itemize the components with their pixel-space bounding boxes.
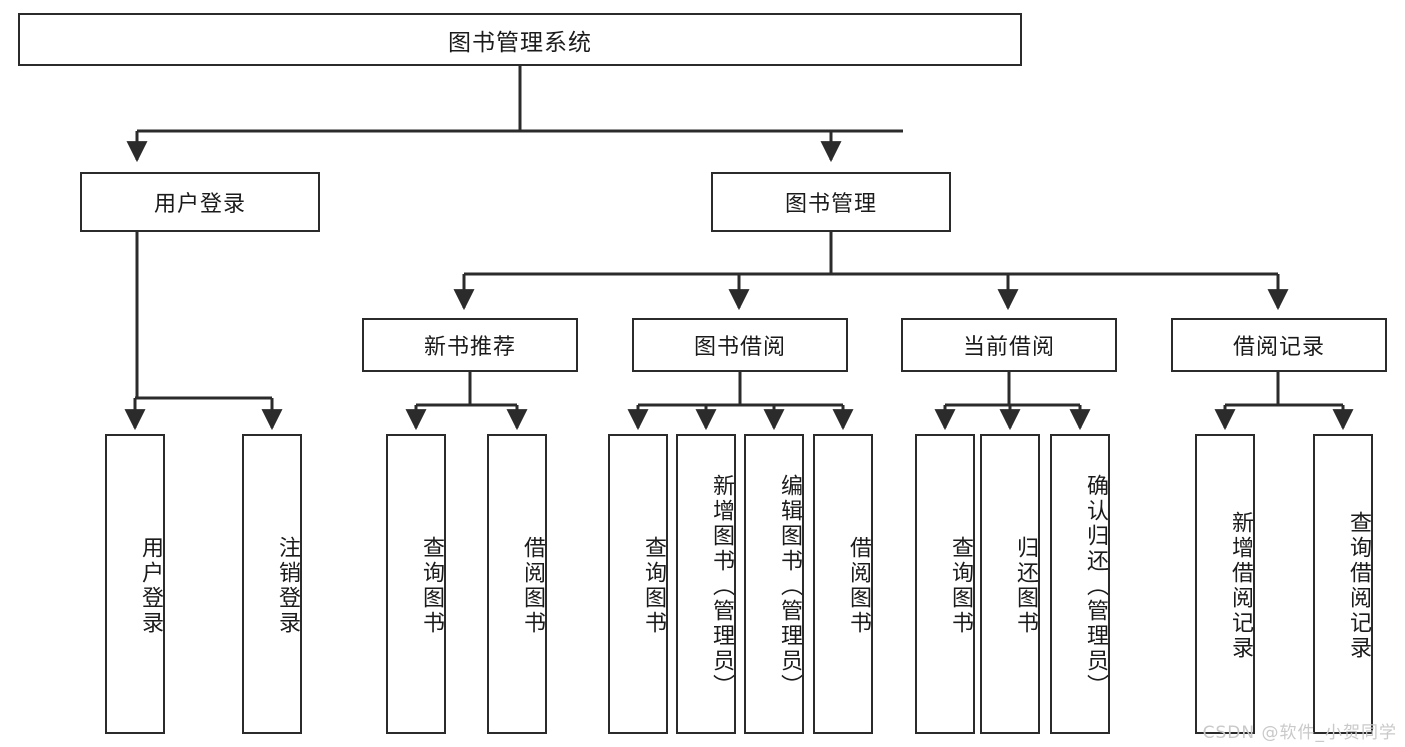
node-label: 借阅记录 (1232, 335, 1325, 360)
leaf-recommend-borrow-book[interactable]: 借阅图书 (487, 434, 547, 734)
leaf-recommend-query-book[interactable]: 查询图书 (386, 434, 446, 734)
node-label: 归还图书 (1013, 536, 1038, 636)
node-label: 查询图书 (419, 536, 444, 636)
node-label: 用户登录 (153, 192, 246, 217)
node-book-borrow[interactable]: 图书借阅 (632, 318, 848, 372)
leaf-borrow-query-book[interactable]: 查询图书 (608, 434, 668, 734)
leaf-current-return-book[interactable]: 归还图书 (980, 434, 1040, 734)
node-label: 新增借阅记录 (1228, 511, 1253, 661)
node-label: 编辑图书（管理员） (777, 473, 802, 699)
node-label: 新书推荐 (423, 335, 516, 360)
node-label: 注销登录 (275, 536, 300, 636)
node-label: 当前借阅 (962, 335, 1055, 360)
node-root-book-management-system[interactable]: 图书管理系统 (18, 13, 1022, 66)
node-label: 图书管理 (784, 192, 877, 217)
node-book-management[interactable]: 图书管理 (711, 172, 951, 232)
leaf-current-confirm-return-admin[interactable]: 确认归还（管理员） (1050, 434, 1110, 734)
leaf-user-login[interactable]: 用户登录 (105, 434, 165, 734)
node-user-login[interactable]: 用户登录 (80, 172, 320, 232)
leaf-borrow-add-book-admin[interactable]: 新增图书（管理员） (676, 434, 736, 734)
node-label: 借阅图书 (520, 536, 545, 636)
leaf-record-add-borrow-record[interactable]: 新增借阅记录 (1195, 434, 1255, 734)
node-label: 查询图书 (948, 536, 973, 636)
node-label: 查询借阅记录 (1346, 511, 1371, 661)
node-borrow-record[interactable]: 借阅记录 (1171, 318, 1387, 372)
node-label: 图书借阅 (693, 335, 786, 360)
node-current-borrow[interactable]: 当前借阅 (901, 318, 1117, 372)
node-label: 用户登录 (138, 536, 163, 636)
leaf-current-query-book[interactable]: 查询图书 (915, 434, 975, 734)
leaf-borrow-borrow-book[interactable]: 借阅图书 (813, 434, 873, 734)
node-new-book-recommend[interactable]: 新书推荐 (362, 318, 578, 372)
node-label: 查询图书 (641, 536, 666, 636)
node-label: 确认归还（管理员） (1083, 473, 1108, 699)
leaf-borrow-edit-book-admin[interactable]: 编辑图书（管理员） (744, 434, 804, 734)
csdn-watermark: CSDN @软件_小贺同学 (1202, 723, 1397, 743)
node-label: 新增图书（管理员） (709, 473, 734, 699)
node-label: 借阅图书 (846, 536, 871, 636)
leaf-user-logout[interactable]: 注销登录 (242, 434, 302, 734)
node-label: 图书管理系统 (448, 29, 592, 56)
leaf-record-query-borrow-record[interactable]: 查询借阅记录 (1313, 434, 1373, 734)
